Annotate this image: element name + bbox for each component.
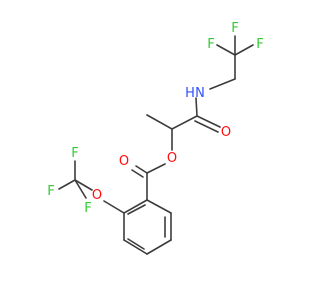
ring-bond-3 — [146, 239, 172, 255]
molecule-structure: F F F H N O O O O F F F — [47, 21, 264, 255]
bond-cf3b-f6 — [74, 179, 87, 199]
atom-f1: F — [207, 37, 214, 52]
ring-bond-1 — [146, 199, 172, 214]
ring-double-2 — [127, 238, 145, 250]
bond-ch-methyl — [146, 114, 173, 130]
atom-o-ester-carbonyl: O — [119, 154, 129, 169]
atom-f5: F — [47, 184, 54, 199]
ring-bond-4 — [123, 239, 148, 255]
bond-ch2-n — [209, 78, 236, 90]
bond-amide-co-1 — [196, 115, 221, 128]
bond-ester-co-2 — [131, 169, 144, 178]
atom-f2: F — [256, 37, 263, 52]
bond-ring-o — [103, 200, 125, 214]
atom-h: H — [185, 86, 195, 101]
bond-n-amide-c — [195, 97, 198, 117]
atom-n: N — [195, 86, 205, 101]
ring-bond-6 — [123, 199, 148, 214]
bond-o-cf3 — [74, 179, 93, 191]
bond-amide-co-2 — [194, 120, 219, 133]
bond-o-ester-c — [146, 163, 166, 174]
atom-label-layer: F F F H N O O O O F F F — [47, 21, 263, 216]
atom-o-amide: O — [221, 125, 231, 140]
bond-amide-c-ch — [171, 115, 198, 130]
bond-cf3-f2 — [234, 44, 254, 56]
atom-o-ester: O — [167, 151, 177, 166]
atom-f4: F — [71, 146, 78, 161]
bond-cf3-f1 — [216, 44, 236, 56]
bond-layer — [58, 35, 254, 255]
bond-cf3b-f5 — [58, 179, 76, 190]
atom-f6: F — [84, 201, 91, 216]
atom-f3: F — [231, 21, 238, 36]
bond-ester-co-1 — [135, 165, 148, 174]
ring-double-3 — [127, 204, 146, 215]
atom-o-ether: O — [92, 188, 102, 203]
